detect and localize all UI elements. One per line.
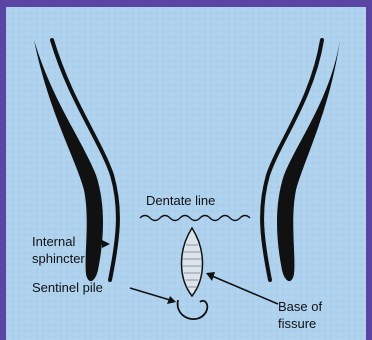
sentinel-pile-label: Sentinel pile bbox=[32, 279, 103, 296]
base-of-fissure-label: Base of fissure bbox=[278, 298, 322, 332]
internal-sphincter-label: Internal sphincter bbox=[32, 233, 85, 267]
dentate-line-label: Dentate line bbox=[146, 192, 215, 209]
base-of-fissure-label-line-1: Base of bbox=[278, 298, 322, 315]
internal-sphincter-label-line-2: sphincter bbox=[32, 250, 85, 267]
base-of-fissure-label-line-2: fissure bbox=[278, 315, 322, 332]
internal-sphincter-label-line-1: Internal bbox=[32, 233, 85, 250]
